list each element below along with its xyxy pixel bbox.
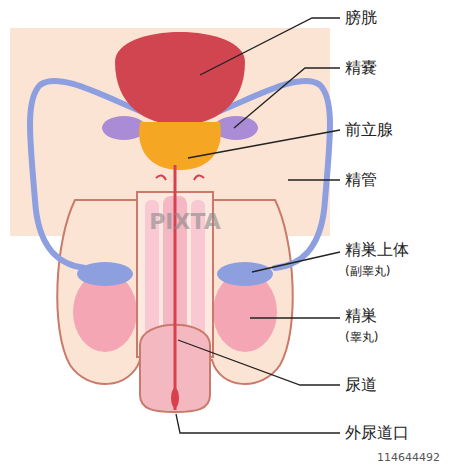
- vas-deferens: [30, 81, 150, 268]
- part-label: 精巣: [345, 307, 377, 325]
- epididymis: [217, 262, 273, 286]
- image-id: 114644492: [377, 452, 440, 464]
- part-label: 精巣上体: [345, 241, 409, 259]
- epididymis: [77, 262, 133, 286]
- watermark: PIXTA: [149, 210, 221, 234]
- urethra-end: [171, 388, 179, 408]
- urethra: [174, 165, 177, 410]
- part-label: 外尿道口: [345, 424, 409, 442]
- part-label: 前立腺: [345, 121, 393, 139]
- vas-deferens: [210, 81, 330, 268]
- part-label: 膀胱: [345, 9, 377, 27]
- part-label: 精管: [345, 171, 377, 189]
- part-label: 精嚢: [345, 59, 377, 77]
- gland-mark: [156, 175, 204, 180]
- part-note: (副睾丸): [345, 265, 390, 278]
- part-note: (睾丸): [345, 331, 378, 344]
- part-label: 尿道: [345, 376, 377, 394]
- bladder: [115, 32, 245, 125]
- prostate: [139, 122, 221, 170]
